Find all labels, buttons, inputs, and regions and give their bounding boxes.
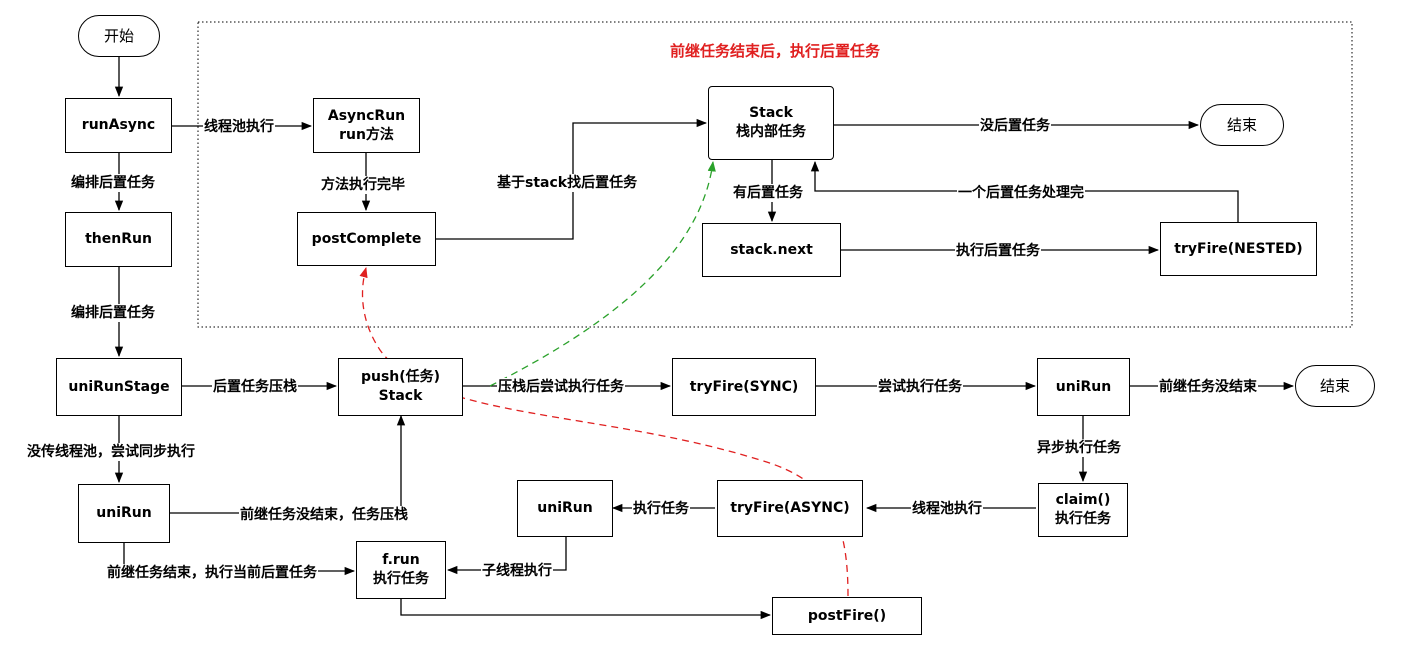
tryfire-sync-node: tryFire(SYNC) [672,358,816,416]
edge-label-prev-not-done-push: 前继任务没结束，任务压栈 [239,506,409,524]
edge-label-has-post: 有后置任务 [732,184,804,202]
asyncrun-node: AsyncRun run方法 [313,98,420,153]
postfire-node: postFire() [772,597,922,635]
edge-frun-postfire [400,599,772,620]
edge-label-arrange-post-2: 编排后置任务 [70,304,156,322]
edge-label-prev-done-exec: 前继任务结束，执行当前后置任务 [106,564,318,582]
edge-push-stack-dashed [489,160,716,387]
edge-label-find-by-stack: 基于stack找后置任务 [496,174,639,192]
end-node-top: 结束 [1200,104,1284,146]
stack-node: Stack 栈内部任务 [708,86,834,160]
edge-unirunleft-push [170,414,406,514]
edge-label-prev-not-done: 前继任务没结束 [1158,378,1258,396]
post-task-region [197,21,1353,328]
claim-node: claim() 执行任务 [1038,483,1128,537]
unirunstage-node: uniRunStage [56,358,182,416]
edge-label-async-exec: 异步执行任务 [1036,439,1122,457]
edge-label-try-exec: 尝试执行任务 [877,378,963,396]
edge-label-exec-post: 执行后置任务 [955,242,1041,260]
tryfire-async-node: tryFire(ASYNC) [717,480,863,537]
region-title: 前继任务结束后，执行后置任务 [670,42,881,60]
edge-label-arrange-post-1: 编排后置任务 [70,174,156,192]
edge-label-thread-pool-exec-2: 线程池执行 [911,500,983,518]
unirun-right-node: uniRun [1037,358,1130,416]
push-stack-node: push(任务) Stack [338,358,463,416]
frun-node: f.run 执行任务 [356,541,446,599]
unirun-mid-node: uniRun [517,480,613,537]
edge-label-method-done: 方法执行完毕 [320,176,406,194]
end-node-bottom: 结束 [1295,365,1375,407]
tryfire-nested-node: tryFire(NESTED) [1160,222,1317,276]
thenrun-node: thenRun [65,212,172,267]
edge-label-no-thread-pool: 没传线程池，尝试同步执行 [26,443,196,461]
stack-next-node: stack.next [702,223,841,277]
runasync-node: runAsync [65,98,172,153]
postcomplete-node: postComplete [297,212,436,266]
edge-label-thread-pool-exec-1: 线程池执行 [203,118,275,136]
edge-label-no-post: 没后置任务 [979,117,1051,135]
start-node: 开始 [78,15,160,57]
edge-label-push-then-try: 压栈后尝试执行任务 [497,378,625,396]
edge-label-exec-task: 执行任务 [632,500,690,518]
unirun-left-node: uniRun [78,484,170,543]
edge-label-child-thread: 子线程执行 [481,562,553,580]
edge-label-push-post: 后置任务压栈 [212,378,298,396]
edge-label-one-post-done: 一个后置任务处理完 [957,184,1085,202]
